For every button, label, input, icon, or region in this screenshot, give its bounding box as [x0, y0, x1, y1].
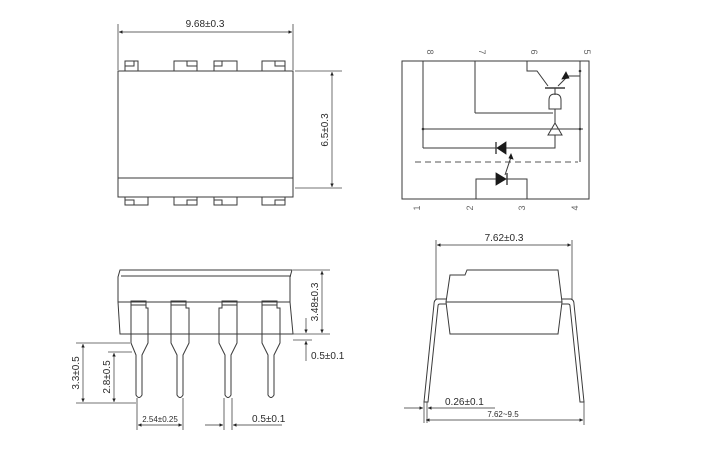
- top-view-upper-pins: [124, 60, 286, 71]
- side-view: [76, 269, 330, 430]
- lead-thickness-label: 0.26±0.1: [445, 397, 484, 408]
- body-height-label: 3.48±0.3: [310, 282, 321, 321]
- pin-8-label: 8: [425, 49, 435, 54]
- schematic: [401, 60, 590, 200]
- top-view: [117, 24, 342, 206]
- lead-spread-label: 7.62~9.5: [487, 410, 519, 419]
- top-height-label: 6.5±0.3: [320, 113, 331, 147]
- pin-7-label: 7: [477, 49, 487, 54]
- photodiode-icon: [495, 141, 507, 155]
- pin-5-label: 5: [582, 49, 592, 54]
- end-view: [404, 240, 585, 425]
- lead-length-label: 3.3±0.5: [71, 356, 82, 390]
- input-led-icon: [495, 172, 508, 186]
- pin-1-label: 1: [412, 205, 422, 210]
- row-spacing-label: 7.62±0.3: [485, 233, 524, 244]
- side-view-pins: [130, 300, 281, 398]
- pin-4-label: 4: [570, 205, 580, 210]
- pin-6-label: 6: [529, 49, 539, 54]
- lead-tip-label: 2.8±0.5: [102, 360, 113, 394]
- top-view-lower-pins: [124, 197, 286, 206]
- standoff-label: 0.5±0.1: [311, 351, 345, 362]
- schematic-pin-labels: 8 7 6 5 1 2 3 4: [412, 49, 592, 210]
- pitch-label: 2.54±0.25: [142, 415, 178, 424]
- lead-width-label: 0.5±0.1: [252, 414, 286, 425]
- top-width-label: 9.68±0.3: [186, 19, 225, 30]
- pin-2-label: 2: [465, 205, 475, 210]
- pin-3-label: 3: [517, 205, 527, 210]
